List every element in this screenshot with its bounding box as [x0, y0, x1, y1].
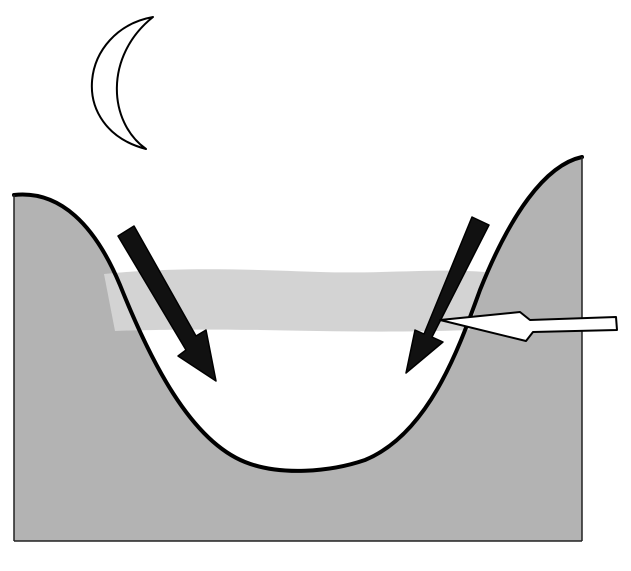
downslope-wind-arrow-icon — [117, 225, 217, 382]
valley-outline — [12, 155, 584, 473]
inversion-layer-band — [104, 269, 485, 332]
pointer-arrow-icon — [439, 311, 618, 342]
crescent-moon-icon — [91, 16, 154, 150]
downslope-wind-arrow-icon — [405, 216, 490, 374]
valley-ground — [14, 157, 582, 541]
